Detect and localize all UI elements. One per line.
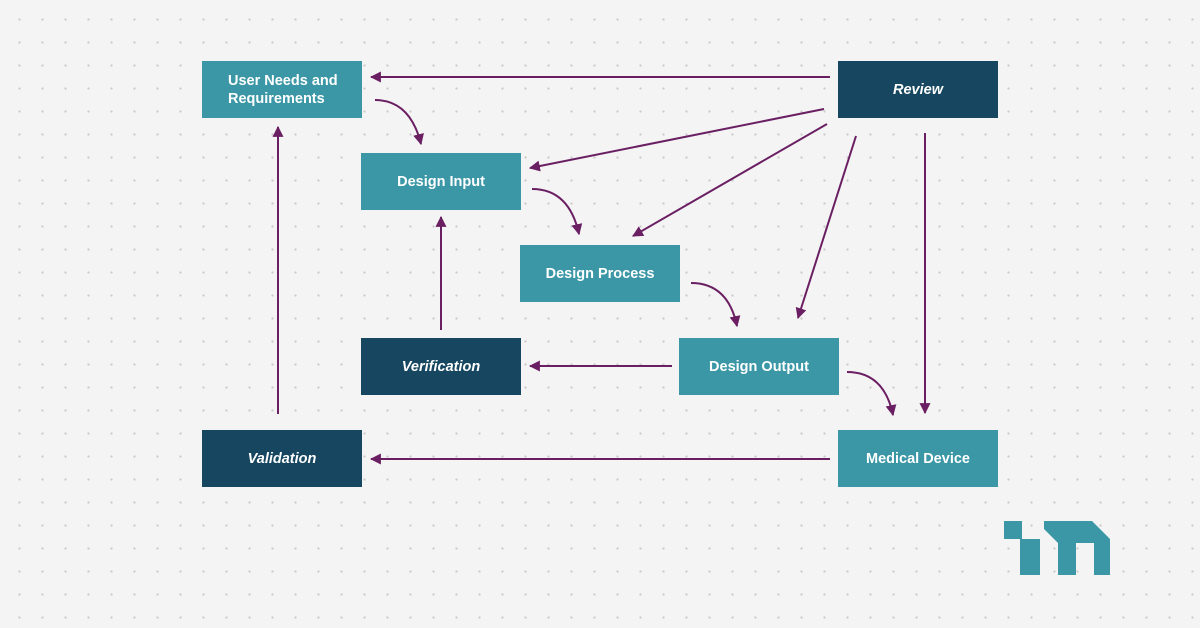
node-design-process: Design Process bbox=[520, 245, 680, 302]
node-validation: Validation bbox=[202, 430, 362, 487]
node-medical-device: Medical Device bbox=[838, 430, 998, 487]
node-design-process-label: Design Process bbox=[545, 265, 655, 282]
arrow-user-needs-to-design-input bbox=[374, 99, 424, 146]
node-design-output-label: Design Output bbox=[709, 358, 809, 375]
arrow-review-to-design-process bbox=[632, 123, 828, 237]
company-logo-icon bbox=[1004, 521, 1110, 575]
arrow-design-process-to-design-output bbox=[690, 282, 741, 328]
arrow-review-to-design-output bbox=[795, 135, 857, 320]
node-verification: Verification bbox=[361, 338, 521, 395]
node-validation-label: Validation bbox=[247, 450, 317, 467]
node-review-label: Review bbox=[893, 81, 943, 98]
node-design-output: Design Output bbox=[679, 338, 839, 395]
arrow-design-input-to-design-process bbox=[531, 188, 583, 236]
node-design-input: Design Input bbox=[361, 153, 521, 210]
arrow-review-to-design-input bbox=[528, 108, 825, 172]
node-user-needs: User Needs and Requirements bbox=[202, 61, 362, 118]
node-user-needs-label: User Needs and Requirements bbox=[228, 72, 338, 107]
node-verification-label: Verification bbox=[401, 358, 481, 375]
node-review: Review bbox=[838, 61, 998, 118]
node-medical-device-label: Medical Device bbox=[866, 450, 970, 467]
arrow-design-output-to-medical-device bbox=[846, 371, 897, 417]
node-design-input-label: Design Input bbox=[397, 173, 485, 190]
